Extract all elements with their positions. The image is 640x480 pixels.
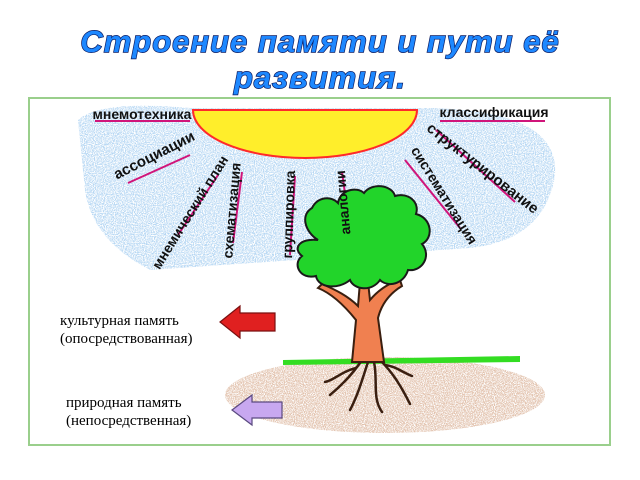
natural-memory-label: природная память (непосредственная) <box>66 394 191 430</box>
ray-line <box>127 154 191 184</box>
tree-roots <box>323 358 414 414</box>
grass-strip <box>283 356 520 365</box>
ray-line <box>404 159 461 229</box>
tree-trunk <box>316 278 404 363</box>
ray-line <box>177 174 219 236</box>
natural-memory-arrow <box>231 393 283 427</box>
cultural-memory-line2: (опосредствованная) <box>60 331 193 347</box>
sun-shape <box>191 109 419 159</box>
cultural-memory-arrow <box>219 304 276 340</box>
natural-memory-line2: (непосредственная) <box>66 413 192 429</box>
cultural-memory-line1: культурная память <box>60 313 179 329</box>
cultural-memory-label: культурная память (опосредствованная) <box>60 312 193 348</box>
ray-line <box>232 171 243 244</box>
diagram-frame <box>28 97 611 446</box>
ray-label: мнемотехника <box>92 105 192 122</box>
diagram-title: Строение памяти и пути её развития. <box>80 23 560 95</box>
tree-foliage <box>296 185 431 290</box>
ray-line <box>289 175 296 256</box>
ray-label: классификация <box>439 103 549 120</box>
ray-label: группировка <box>278 169 299 259</box>
natural-memory-line1: природная память <box>66 395 182 411</box>
soil-patch <box>225 357 545 433</box>
ray-line <box>435 129 516 203</box>
